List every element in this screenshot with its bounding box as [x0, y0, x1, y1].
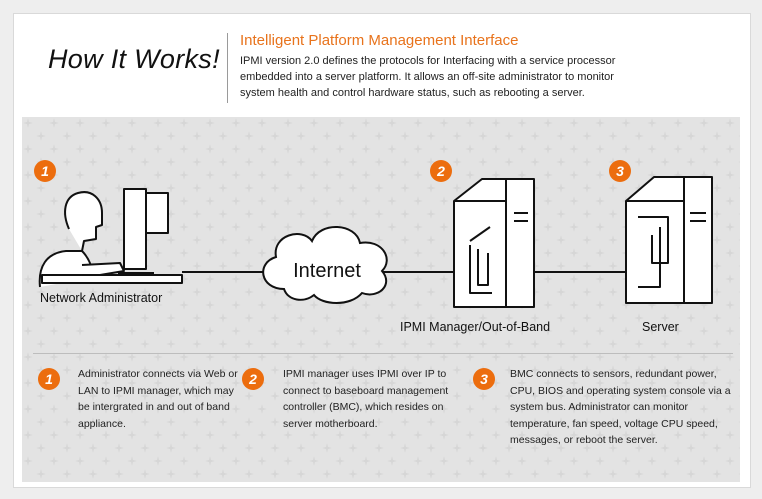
section-divider: [33, 353, 733, 354]
internet-cloud-icon: [262, 226, 388, 304]
node-badge-1: 1: [34, 160, 56, 182]
page-title: Intelligent Platform Management Interfac…: [240, 32, 519, 49]
node-label-ipmi-manager: IPMI Manager/Out-of-Band: [400, 320, 551, 334]
step-badge-1: 1: [38, 368, 60, 390]
administrator-workstation-icon: [38, 188, 183, 288]
node-badge-2: 2: [430, 160, 452, 182]
node-badge-3: 3: [609, 160, 631, 182]
step-badge-3: 3: [473, 368, 495, 390]
ipmi-manager-tower-icon: [453, 178, 535, 308]
node-label-server: Server: [642, 320, 679, 334]
header-divider: [227, 33, 228, 103]
server-tower-icon: [625, 176, 713, 304]
step-1-text: Administrator connects via Web or LAN to…: [78, 368, 238, 430]
node-label-administrator: Network Administrator: [40, 291, 163, 305]
step-2-text: IPMI manager uses IPMI over IP to connec…: [283, 368, 449, 430]
diagram-panel: Internet 1 2 3 Network Administrator IPM…: [22, 117, 740, 482]
page-description: IPMI version 2.0 defines the protocols f…: [240, 55, 616, 99]
internet-label: Internet: [293, 260, 361, 282]
step-badge-2: 2: [242, 368, 264, 390]
step-3-text: BMC connects to sensors, redundant power…: [510, 368, 731, 446]
headline: How It Works!: [48, 44, 220, 74]
